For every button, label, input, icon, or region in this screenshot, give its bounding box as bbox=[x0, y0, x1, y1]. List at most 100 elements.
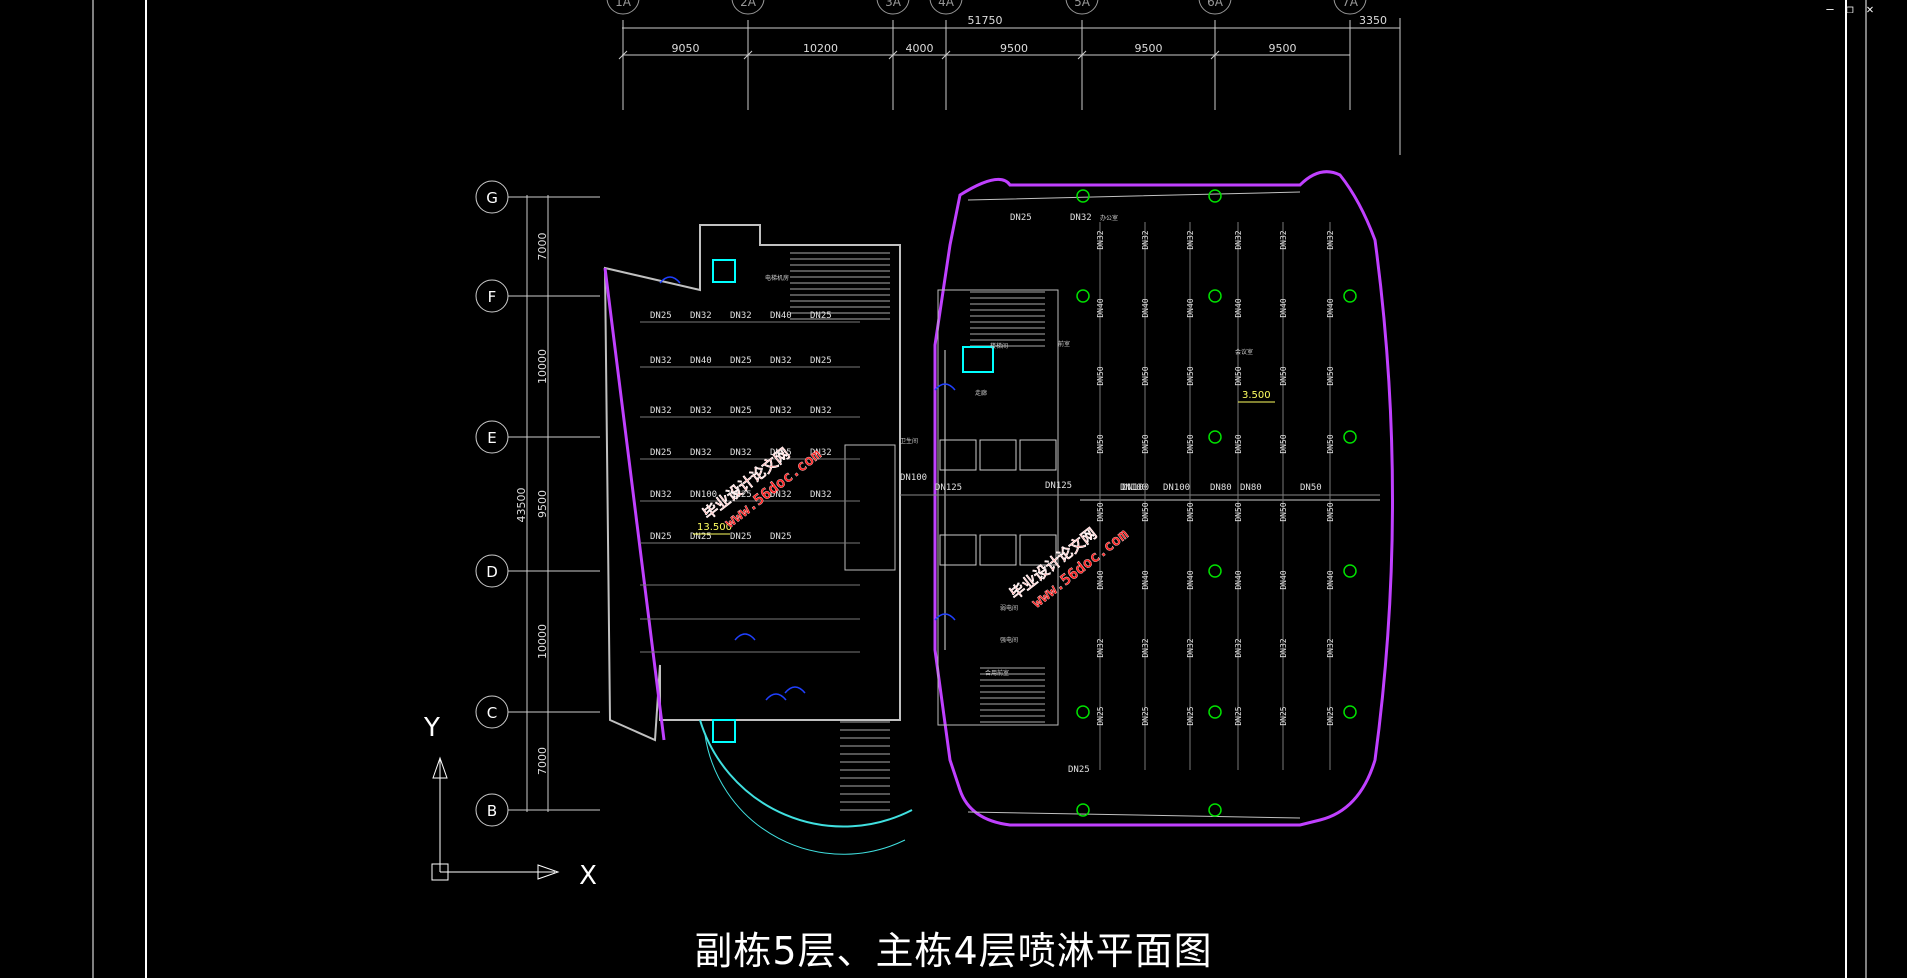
minimize-icon[interactable]: – bbox=[1826, 2, 1834, 16]
pipe-label: DN32 bbox=[810, 406, 832, 416]
pipe-label: DN32 bbox=[730, 311, 752, 321]
pipe-label: DN32 bbox=[770, 406, 792, 416]
dimension-left-segment: 7000 bbox=[536, 233, 549, 261]
pipe-label: DN32 bbox=[690, 448, 712, 458]
pipe-label-main: DN25 bbox=[1010, 213, 1032, 223]
axis-label-top: 3A bbox=[885, 0, 902, 9]
pipe-label: DN25 bbox=[650, 448, 672, 458]
pipe-label-vertical: DN32 bbox=[1234, 230, 1243, 249]
pipe-label-vertical: DN40 bbox=[1326, 298, 1335, 317]
room-label: 楼梯间 bbox=[990, 342, 1008, 350]
restore-icon[interactable]: ❐ bbox=[1846, 2, 1854, 16]
pipe-label: DN32 bbox=[650, 490, 672, 500]
pipe-label: DN25 bbox=[770, 532, 792, 542]
pipe-label-vertical: DN50 bbox=[1234, 502, 1243, 521]
sprinkler-column-ring bbox=[1208, 564, 1222, 578]
pipe-label-vertical: DN40 bbox=[1234, 298, 1243, 317]
pipe-label: DN25 bbox=[650, 311, 672, 321]
pipe-label-vertical: DN50 bbox=[1096, 502, 1105, 521]
pipe-label-main: DN100 bbox=[1122, 483, 1149, 493]
close-icon[interactable]: ✕ bbox=[1866, 2, 1874, 16]
pipe-label: DN25 bbox=[730, 490, 752, 500]
pipe-label-vertical: DN40 bbox=[1096, 570, 1105, 589]
pipe-label: DN25 bbox=[730, 532, 752, 542]
pipe-label-vertical: DN40 bbox=[1326, 570, 1335, 589]
main-outline bbox=[933, 170, 1394, 827]
window-controls: – ❐ ✕ bbox=[1823, 2, 1877, 16]
axis-bubble-top bbox=[1065, 0, 1099, 15]
dimension-segment: 9500 bbox=[1000, 42, 1028, 55]
axis-label-top: 5A bbox=[1074, 0, 1091, 9]
pipe-label-vertical: DN50 bbox=[1326, 434, 1335, 453]
room-label: 卫生间 bbox=[900, 437, 918, 445]
pipe-label-vertical: DN50 bbox=[1141, 366, 1150, 385]
door-swing bbox=[934, 383, 956, 391]
shaft bbox=[844, 444, 896, 571]
pipe-label: DN25 bbox=[690, 532, 712, 542]
pipe-label-main: DN80 bbox=[1240, 483, 1262, 493]
pipe-label-vertical: DN32 bbox=[1279, 230, 1288, 249]
drawing-title: 副栋5层、主栋4层喷淋平面图 bbox=[694, 929, 1213, 973]
pipe-label-vertical: DN25 bbox=[1186, 706, 1195, 725]
pipe-label-vertical: DN50 bbox=[1279, 366, 1288, 385]
axis-label-top: 1A bbox=[615, 0, 632, 9]
pipe-label: DN100 bbox=[690, 490, 717, 500]
dimension-left-segment: 7000 bbox=[536, 747, 549, 775]
dimension-tick bbox=[743, 50, 753, 60]
axis-label-top: 4A bbox=[938, 0, 955, 9]
sprinkler-column-ring bbox=[1208, 803, 1222, 817]
pipe-label-vertical: DN50 bbox=[1141, 434, 1150, 453]
ucs-x-arrow bbox=[537, 864, 560, 880]
ucs-y-arrow bbox=[432, 756, 448, 779]
axis-label-left: G bbox=[486, 189, 498, 207]
pipe-label-mid: DN125 bbox=[1045, 481, 1072, 491]
room-label: 走廊 bbox=[975, 389, 987, 397]
pipe-label: DN25 bbox=[650, 532, 672, 542]
dimension-left-segment: 10000 bbox=[536, 624, 549, 659]
sprinkler-column-ring bbox=[1208, 705, 1222, 719]
elevator-car bbox=[939, 439, 977, 471]
axis-bubble-top bbox=[1198, 0, 1232, 15]
pipe-label-vertical: DN32 bbox=[1096, 230, 1105, 249]
pipe-label: DN25 bbox=[810, 356, 832, 366]
door-swing bbox=[934, 613, 956, 621]
room-label: 强电间 bbox=[1000, 636, 1018, 644]
pipe-label-vertical: DN40 bbox=[1096, 298, 1105, 317]
sprinkler-column-ring bbox=[1343, 564, 1357, 578]
pipe-label: DN25 bbox=[730, 406, 752, 416]
pipe-label-main: DN25 bbox=[1068, 765, 1090, 775]
room-label: 会议室 bbox=[1235, 348, 1253, 356]
pipe-label: DN40 bbox=[770, 311, 792, 321]
pipe-label-vertical: DN25 bbox=[1279, 706, 1288, 725]
pipe-label: DN32 bbox=[810, 448, 832, 458]
pipe-label: DN32 bbox=[650, 356, 672, 366]
dimension-left-segment: 10000 bbox=[536, 349, 549, 384]
elevator-car bbox=[939, 534, 977, 566]
pipe-label: DN32 bbox=[770, 490, 792, 500]
axis-bubble-top bbox=[606, 0, 640, 15]
elevator-car bbox=[1019, 534, 1057, 566]
wing-outline bbox=[603, 224, 901, 742]
pipe-label: DN32 bbox=[650, 406, 672, 416]
axis-label-top: 2A bbox=[740, 0, 757, 9]
pipe-label-vertical: DN40 bbox=[1279, 570, 1288, 589]
pipe-label-vertical: DN50 bbox=[1326, 502, 1335, 521]
elevator-box-main bbox=[962, 346, 994, 373]
pipe-label-vertical: DN25 bbox=[1234, 706, 1243, 725]
pipe-label-vertical: DN40 bbox=[1141, 298, 1150, 317]
room-label: 弱电间 bbox=[1000, 604, 1018, 612]
dimension-tick bbox=[1077, 50, 1087, 60]
pipe-label: DN25 bbox=[730, 356, 752, 366]
pipe-label-vertical: DN50 bbox=[1186, 366, 1195, 385]
pipe-label-mid: DN100 bbox=[900, 473, 927, 483]
axis-label-top: 7A bbox=[1342, 0, 1359, 9]
axis-label-left: B bbox=[487, 802, 497, 820]
room-label: 电梯机房 bbox=[765, 274, 789, 282]
axis-bubble-top bbox=[1333, 0, 1367, 15]
pipe-label-vertical: DN40 bbox=[1186, 298, 1195, 317]
ucs-x-label: X bbox=[579, 861, 597, 891]
axis-label-left: E bbox=[487, 429, 496, 447]
pipe-label-vertical: DN40 bbox=[1234, 570, 1243, 589]
pipe-label-vertical: DN50 bbox=[1141, 502, 1150, 521]
